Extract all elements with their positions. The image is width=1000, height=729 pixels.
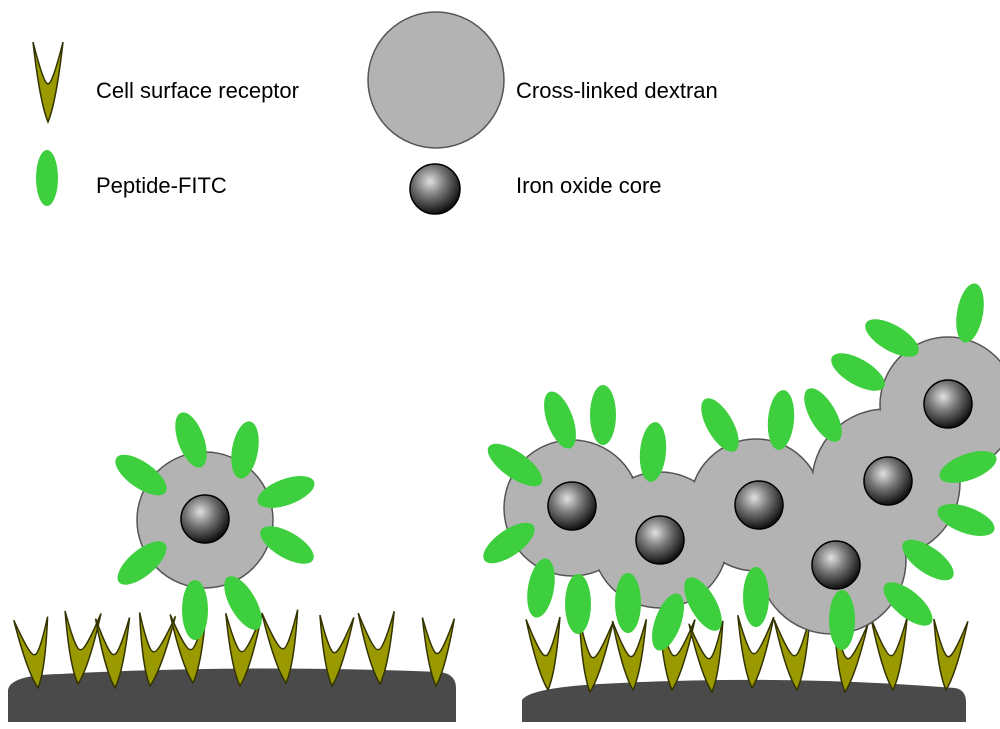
peptide-fitc [483,522,535,564]
peptide-fitc [527,558,555,618]
iron-oxide-core [923,379,973,429]
receptor [138,612,177,688]
peptide-fitc [182,580,208,640]
peptide-fitc [883,582,933,626]
peptide-fitc [865,319,919,357]
receptor [611,619,648,692]
receptor [870,616,908,692]
receptor [357,610,395,686]
receptor-icon [32,41,64,124]
receptor [13,616,49,690]
peptide-fitc [767,390,795,450]
receptor [32,41,64,124]
legend: Cell surface receptor Peptide-FITC Cross… [32,11,718,215]
peptide-fitc [939,451,997,483]
receptor [94,617,131,690]
iron-oxide-core [409,163,461,215]
peptides-single [115,412,315,640]
iron-oxide-core [734,480,784,530]
peptide-icon [36,150,58,206]
iron-oxide-core [811,540,861,590]
iron-cores-aggregate [547,379,973,590]
iron-oxide-core [635,515,685,565]
peptide-fitc [743,567,769,627]
iron-cores-single [180,494,230,544]
peptide-fitc [804,388,842,442]
peptide-fitc [701,398,739,452]
peptide-fitc [615,573,641,633]
peptide-fitc [684,577,722,631]
dextran-legend-label: Cross-linked dextran [516,78,718,103]
membrane-surface [8,668,456,722]
receptor [737,614,775,690]
receptor [933,618,969,692]
peptide-fitc [224,576,262,630]
iron-oxide-core [863,456,913,506]
peptide-fitc [487,443,543,487]
receptors-left [13,609,456,690]
aggregated-nanoparticles-panel [483,283,1000,722]
peptide-fitc [231,421,259,479]
receptor [525,616,561,692]
receptor [421,617,456,688]
peptide-fitc [639,422,667,482]
iron-core-icon [409,163,461,215]
dextran-sphere [367,11,505,149]
receptor [261,609,299,685]
peptide-fitc [956,283,984,343]
iron-oxide-core [547,481,597,531]
peptide-fitc [36,150,58,206]
receptor [319,614,355,688]
peptide-fitc [257,476,315,508]
single-nanoparticle-panel [8,412,456,722]
receptor [64,610,102,686]
peptide-fitc [902,539,954,581]
dextran-icon [367,11,505,149]
receptor-legend-label: Cell surface receptor [96,78,299,103]
peptide-fitc [831,353,885,391]
peptide-fitc [117,541,167,585]
peptide-fitc [652,593,684,651]
iron-oxide-core [180,494,230,544]
peptide-fitc [544,391,576,449]
cell-membrane-left [8,668,456,722]
peptide-fitc [260,526,314,564]
peptide-fitc [565,574,591,634]
peptide-fitc [115,454,167,496]
receptor [658,616,696,692]
core-legend-label: Iron oxide core [516,173,662,198]
peptides-aggregate [483,283,997,651]
peptide-fitc [829,590,855,650]
peptide-fitc [937,504,995,536]
peptide-fitc [175,412,207,468]
receptor [688,620,724,694]
peptide-fitc [590,385,616,445]
peptide-legend-label: Peptide-FITC [96,173,227,198]
